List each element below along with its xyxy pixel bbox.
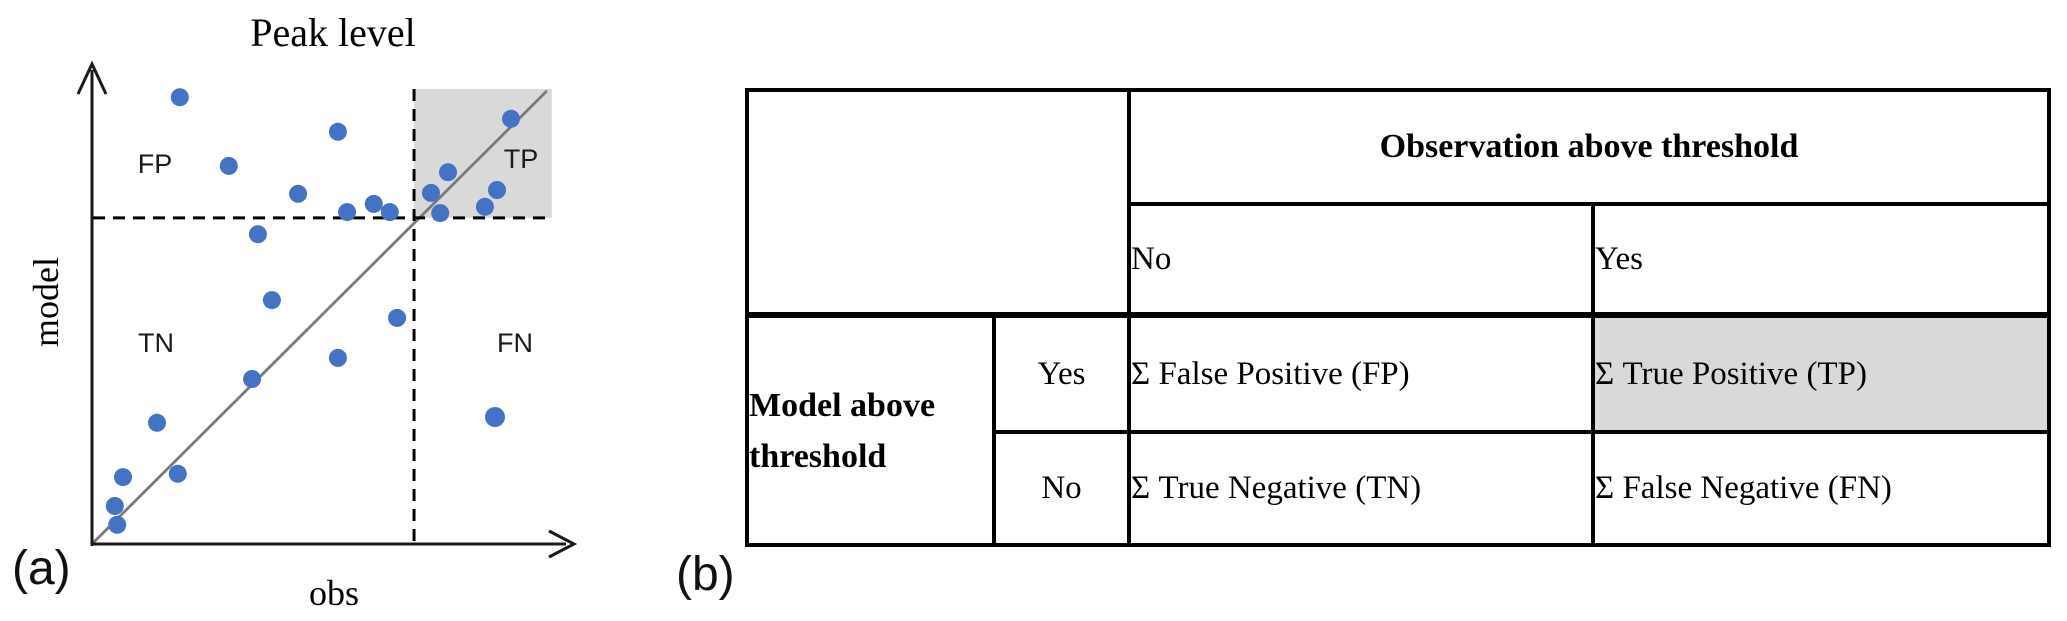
column-header-yes: Yes [1591,202,2051,317]
scatter-point [439,163,457,182]
scatter-point [488,181,506,199]
scatter-point [289,184,308,203]
scatter-point [148,413,166,432]
y-axis-arrow-icon [76,60,108,95]
cell-true-negative: Σ True Negative (TN) [1127,430,1595,547]
scatter-point [328,122,347,141]
scatter-point [170,88,189,107]
scatter-point [108,515,127,534]
contingency-table: Observation above threshold No Yes Model… [745,88,2051,547]
row-group-header: Model above threshold [745,312,996,547]
scatter-point [168,464,187,483]
scatter-point [485,407,505,427]
scatter-point [475,197,494,216]
chart-title: Peak level [250,10,416,55]
scatter-point [380,203,399,222]
quadrant-label-tp: TP [504,144,539,174]
scatter-point [388,308,407,327]
cell-false-negative: Σ False Negative (FN) [1591,430,2051,547]
quadrant-label-fn: FN [497,328,533,358]
scatter-point [364,194,383,213]
panel-a-label: (a) [12,542,71,595]
scatter-point [243,370,262,388]
column-header-no: No [1127,202,1595,317]
scatter-point [114,468,132,487]
cell-false-positive: Σ False Positive (FP) [1127,312,1595,434]
identity-line [91,89,548,545]
scatter-points-group [105,88,520,534]
scatter-point [248,225,267,244]
quadrant-label-tn: TN [138,328,174,358]
scatter-point [431,204,450,223]
panel-a-scatter-plot: Peak level model obs FP TP TN FN (a) [0,0,620,621]
table-empty-corner-cell [745,88,1131,317]
row-header-no: No [992,430,1131,547]
scatter-point [502,109,520,128]
cell-true-positive: Σ True Positive (TP) [1591,312,2051,434]
panel-b-label: (b) [676,548,735,601]
x-axis-arrow-icon [548,529,578,559]
column-group-header: Observation above threshold [1127,88,2051,206]
scatter-point [219,156,238,175]
y-axis-label: model [26,257,66,347]
scatter-point [262,291,281,310]
x-axis-label: obs [309,573,359,613]
scatter-point [328,348,347,367]
scatter-point [105,497,124,515]
quadrant-label-fp: FP [138,149,173,179]
row-header-yes: Yes [992,312,1131,434]
scatter-point [338,203,357,222]
scatter-plot-svg: Peak level model obs FP TP TN FN [26,10,578,613]
scatter-point [422,183,440,202]
